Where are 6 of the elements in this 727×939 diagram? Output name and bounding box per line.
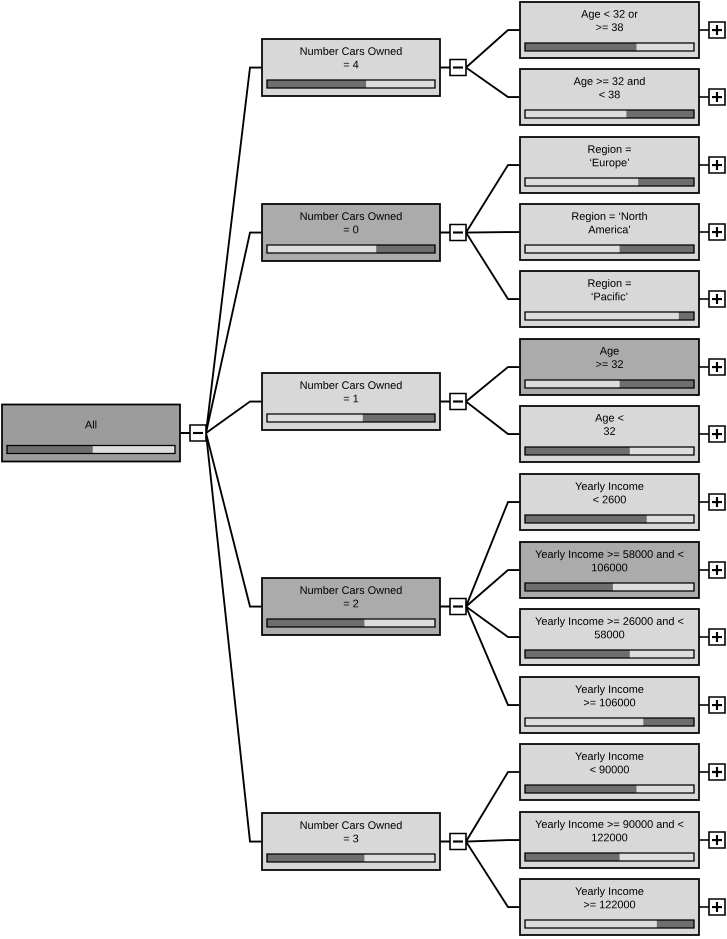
tree-connector (440, 400, 520, 435)
tree-connector (440, 840, 520, 908)
tree-connector (440, 66, 520, 98)
tree-connector (440, 232, 520, 300)
tree-connector (440, 606, 520, 706)
tree-connector (180, 432, 262, 842)
